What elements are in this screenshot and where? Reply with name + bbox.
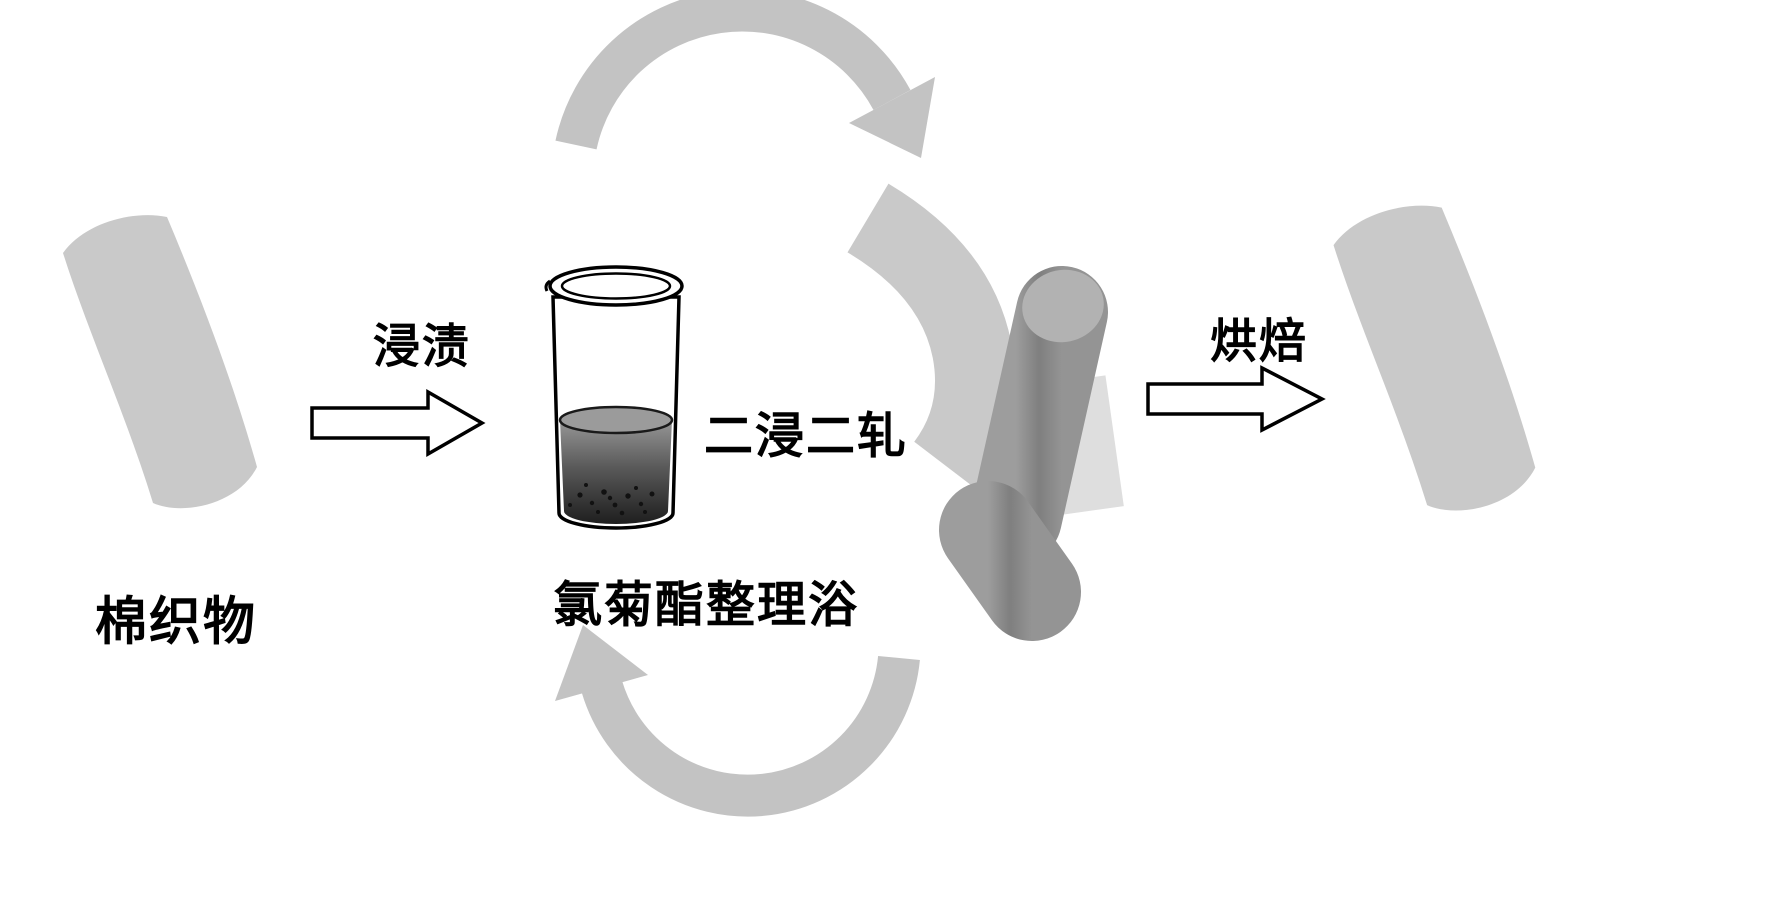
- fabric-web-icon: [846, 183, 1015, 491]
- label-bake: 烘焙: [1210, 314, 1308, 368]
- label-dip: 浸渍: [373, 319, 471, 373]
- bath-liquid: [558, 405, 674, 524]
- label-finishing-bath: 氯菊酯整理浴: [552, 578, 860, 633]
- beaker-spout: [544, 279, 551, 292]
- pad-rollers-icon: [939, 266, 1124, 641]
- cycle-arrow-bottom-icon: [555, 625, 920, 817]
- lower-roller: [939, 481, 1081, 641]
- cycle-arrow-top-icon: [555, 0, 935, 158]
- label-two-dip-two-nip: 二浸二轧: [703, 409, 909, 464]
- upper-roller-end-face: [1022, 269, 1104, 343]
- fabric-swatch-right-icon: [1333, 205, 1536, 511]
- beaker-icon: [544, 265, 684, 530]
- upper-roller: [970, 266, 1108, 564]
- fabric-swatch-left-icon: [63, 215, 257, 509]
- liquid-speckles: [568, 483, 655, 516]
- bake-arrow-icon: [1146, 365, 1326, 433]
- immersion-arrow-icon: [310, 388, 486, 458]
- label-cotton-fabric: 棉织物: [94, 593, 258, 652]
